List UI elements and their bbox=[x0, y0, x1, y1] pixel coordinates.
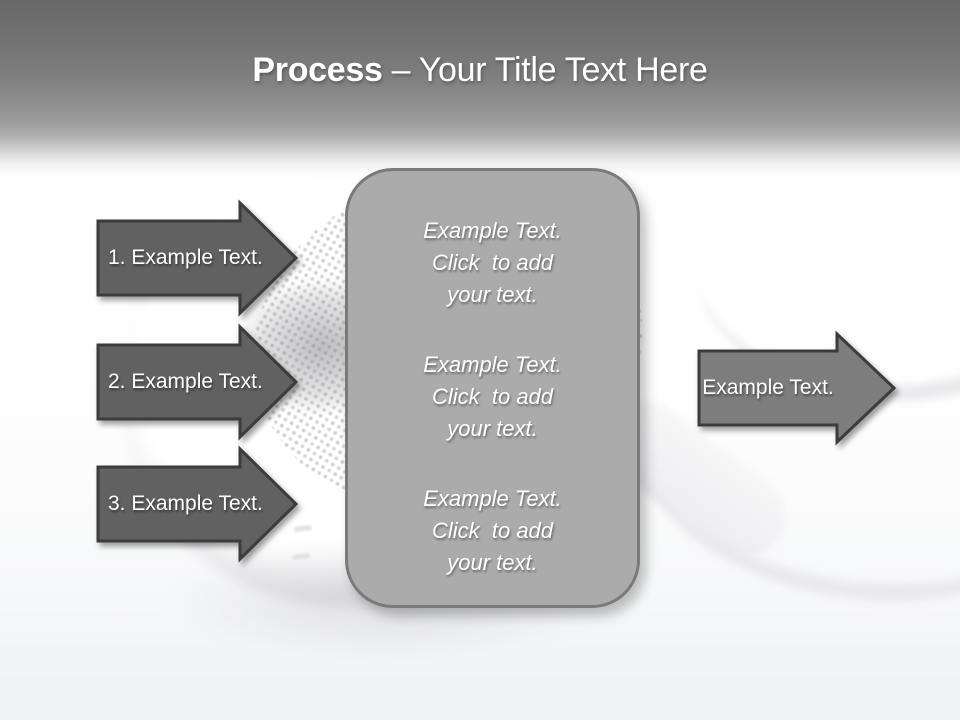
text-line: Click to add bbox=[431, 384, 554, 409]
text-line: Click to add bbox=[431, 518, 554, 543]
step-2-label: 2. Example Text. bbox=[108, 370, 263, 393]
text-line: Example Text. bbox=[423, 352, 562, 377]
text-block-1[interactable]: Example Text. Click to add your text. bbox=[423, 215, 562, 311]
text-line: Click to add bbox=[431, 250, 554, 275]
process-step-arrow-2[interactable]: 2. Example Text. bbox=[96, 323, 299, 441]
process-output-arrow[interactable]: Example Text. bbox=[697, 330, 897, 446]
header-band: Process– Your Title Text Here bbox=[0, 0, 960, 175]
text-line: Example Text. bbox=[423, 486, 562, 511]
process-step-arrow-3[interactable]: 3. Example Text. bbox=[96, 445, 299, 563]
text-block-3[interactable]: Example Text. Click to add your text. bbox=[423, 483, 562, 579]
text-line: your text. bbox=[447, 550, 538, 575]
slide-title-keyword: Process bbox=[252, 51, 383, 89]
output-arrow-label: Example Text. bbox=[702, 376, 834, 399]
slide-title-placeholder: – Your Title Text Here bbox=[391, 51, 708, 89]
text-line: Example Text. bbox=[423, 218, 562, 243]
text-line: your text. bbox=[447, 416, 538, 441]
step-3-label: 3. Example Text. bbox=[108, 492, 263, 515]
process-step-arrow-1[interactable]: 1. Example Text. bbox=[96, 199, 299, 317]
example-text-box[interactable]: Example Text. Click to add your text. Ex… bbox=[345, 168, 640, 608]
text-block-2[interactable]: Example Text. Click to add your text. bbox=[423, 349, 562, 445]
text-line: your text. bbox=[447, 282, 538, 307]
step-1-label: 1. Example Text. bbox=[108, 246, 263, 269]
slide-title[interactable]: Process– Your Title Text Here bbox=[0, 50, 960, 90]
